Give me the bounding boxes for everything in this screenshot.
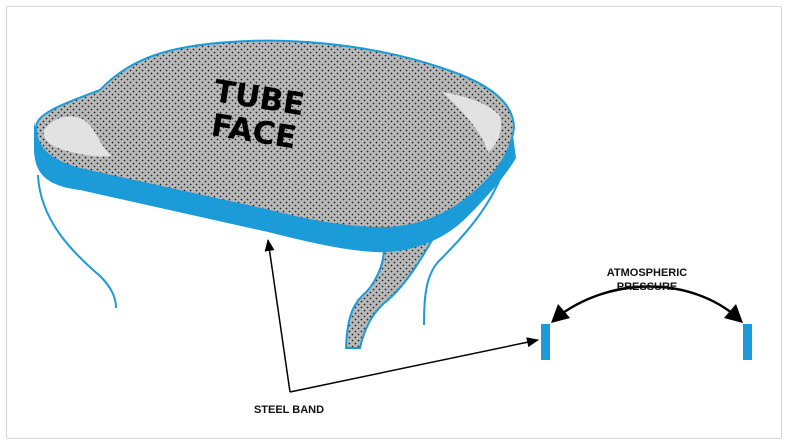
tube-glass-left-outline xyxy=(37,174,117,309)
left-highlight xyxy=(43,116,112,157)
atmospheric-pressure-arc xyxy=(555,285,739,319)
steel-band-arrow-left xyxy=(264,239,291,393)
tube-glass-right-outline xyxy=(423,161,507,326)
atmospheric-label-line1: ATMOSPHERIC xyxy=(607,267,688,279)
pressure-plate-left xyxy=(541,324,550,360)
pressure-plate-right xyxy=(743,324,752,360)
steel-band-label: STEEL BAND xyxy=(254,404,324,416)
tube-neck xyxy=(344,224,443,349)
atmospheric-label-line2: PRESSURE xyxy=(617,281,678,293)
right-highlight xyxy=(442,92,502,152)
steel-band xyxy=(34,122,516,253)
atmospheric-pressure-arrowhead-right xyxy=(724,304,743,323)
atmospheric-pressure-arrowhead-left xyxy=(551,304,570,323)
steel-band-arrow-right xyxy=(289,337,539,393)
diagram-frame xyxy=(6,6,782,439)
tube-face-surface xyxy=(34,39,516,230)
